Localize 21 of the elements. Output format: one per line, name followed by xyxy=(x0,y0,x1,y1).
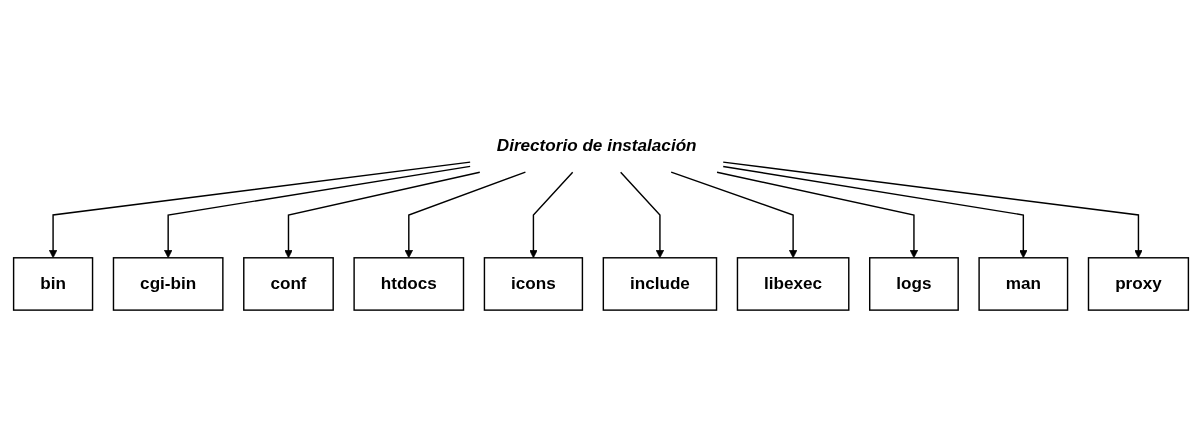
node-text: Directorio de instalación xyxy=(496,135,697,155)
node-box: logs xyxy=(868,256,959,311)
node-box: htdocs xyxy=(352,256,464,311)
arrow xyxy=(404,171,526,258)
node-box: cgi-bin xyxy=(112,256,224,311)
arrow xyxy=(48,160,471,258)
arrow xyxy=(722,165,1027,258)
node-box: proxy xyxy=(1087,256,1189,311)
arrow xyxy=(722,160,1143,258)
arrow xyxy=(163,165,471,258)
node-box: libexec xyxy=(736,256,849,311)
node-box: conf xyxy=(242,256,334,311)
arrow xyxy=(619,171,664,258)
arrow xyxy=(715,171,918,258)
arrow xyxy=(669,171,797,258)
arrow xyxy=(528,171,573,258)
node-box: icons xyxy=(483,256,583,311)
node-box: bin xyxy=(12,256,93,311)
arrow xyxy=(283,171,480,258)
node-box: include xyxy=(602,256,717,311)
node-box: man xyxy=(977,256,1068,311)
